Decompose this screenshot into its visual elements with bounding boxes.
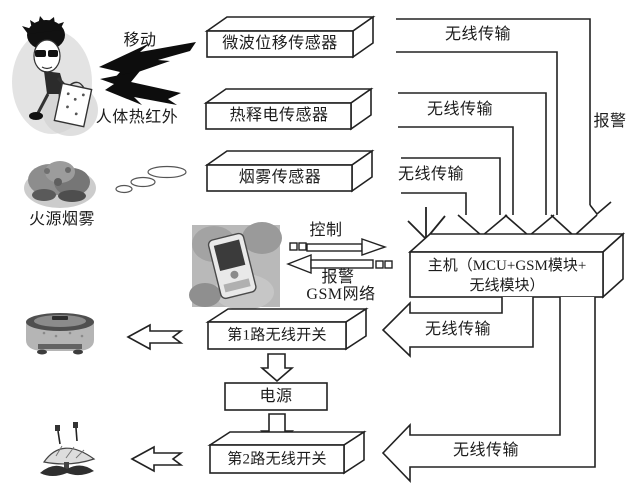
host-label-line2: 无线模块） [469,278,545,294]
lamp-figure [40,422,96,476]
left-arrow-cooker [126,323,184,351]
alarm-line-right [589,201,612,216]
phone-photo [189,222,282,310]
switch2-box [207,430,367,475]
wireless-label-1: 无线传输 [444,26,512,43]
left-arrow-lamp [130,445,184,473]
sensor3-box [204,149,375,193]
intruder-figure [12,16,98,136]
smoke-puffs-icon [115,165,187,194]
sensor1-box [204,15,376,59]
wireless-label-3: 无线传输 [397,166,465,183]
fire-smoke-figure [24,161,96,208]
label-fire-smoke: 火源烟雾 [28,211,96,228]
sensor2-label: 热释电传感器 [229,107,329,124]
wireless-label-sw2: 无线传输 [452,442,520,459]
host-label-line1: 主机（MCU+GSM模块+ [427,258,587,274]
label-human-ir: 人体热红外 [95,109,179,126]
gsm-net-label: GSM网络 [306,286,376,303]
alarm-right-label: 报警 [593,113,627,130]
wireless-label-sw1: 无线传输 [424,321,492,338]
alarm-gsm-arrow [286,253,393,275]
wireless-arrow-switch1 [381,297,534,358]
wireless-label-2: 无线传输 [426,101,494,118]
wireless-arrow-switch2 [381,297,596,483]
control-label: 控制 [309,222,343,239]
label-move: 移动 [123,32,157,49]
host-label: 主机（MCU+GSM模块+ 无线模块） [428,256,587,296]
switch1-box [205,307,369,351]
sensor3-label: 烟雾传感器 [238,169,322,186]
switch1-label: 第1路无线开关 [227,327,327,344]
sensor1-label: 微波位移传感器 [222,35,338,52]
alarm-gsm-label: 报警 [321,269,355,286]
switch2-label: 第2路无线开关 [227,451,327,468]
control-arrow [289,238,388,256]
power-box [224,382,328,411]
down-arrow-1 [259,353,295,383]
host-box [407,232,626,299]
sensor2-box [203,87,374,131]
power-label: 电源 [259,388,293,405]
cooker-figure [26,313,94,355]
lightning-bolts-icon [99,42,196,105]
